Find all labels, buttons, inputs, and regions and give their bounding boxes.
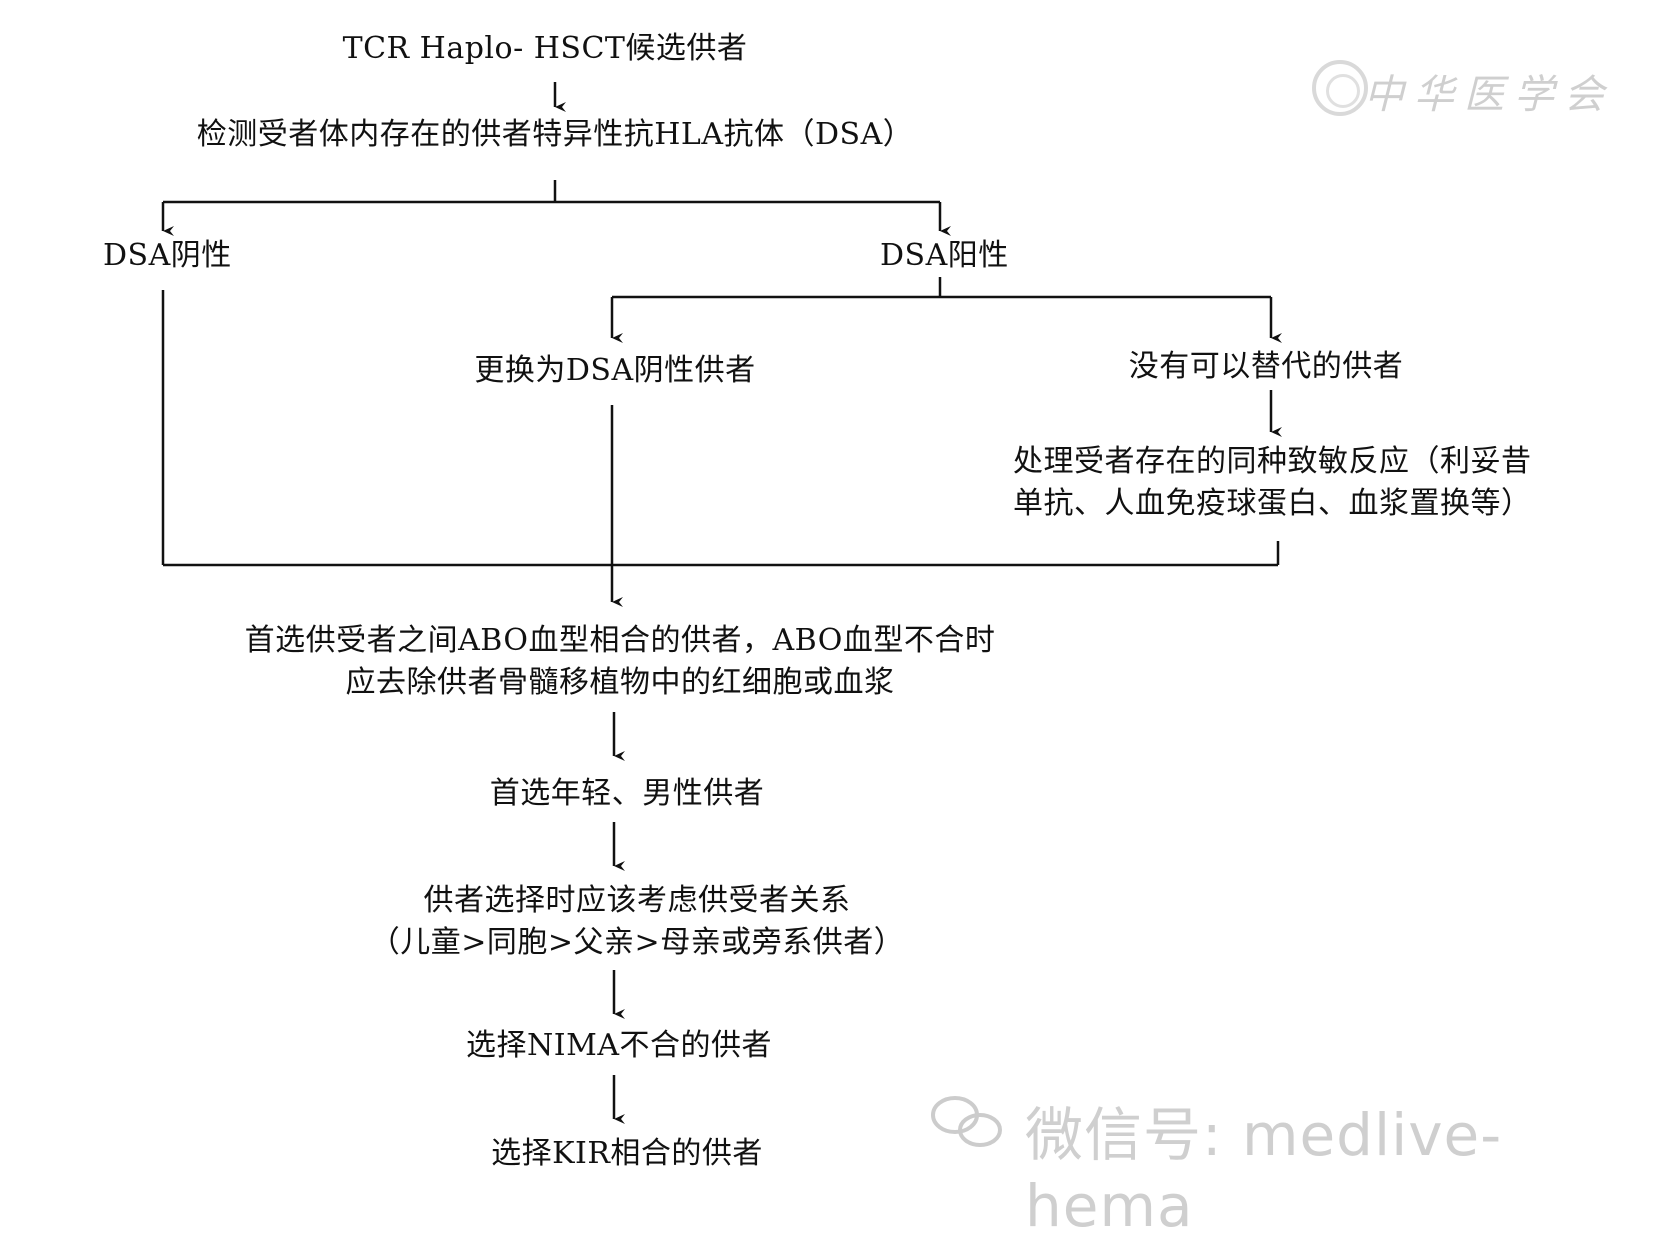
node-abo: 首选供受者之间ABO血型相合的供者，ABO血型不合时 应去除供者骨髓移植物中的红…	[245, 620, 996, 704]
node-kir: 选择KIR相合的供者	[491, 1136, 763, 1171]
node-treatment: 处理受者存在的同种致敏反应（利妥昔 单抗、人血免疫球蛋白、血浆置换等）	[1013, 441, 1532, 525]
node-dsa-test: 检测受者体内存在的供者特异性抗HLA抗体（DSA）	[196, 117, 914, 152]
node-abo-line2: 应去除供者骨髓移植物中的红细胞或血浆	[345, 665, 895, 700]
wechat-bubble-icon	[931, 1096, 1002, 1147]
node-treatment-line2: 单抗、人血免疫球蛋白、血浆置换等）	[1013, 486, 1532, 521]
node-relation: 供者选择时应该考虑供受者关系 （儿童>同胞>父亲>母亲或旁系供者）	[370, 880, 904, 964]
node-start: TCR Haplo- HSCT候选供者	[342, 31, 748, 66]
flowchart-canvas	[161, 82, 1282, 1147]
node-no-alternative: 没有可以替代的供者	[1128, 349, 1404, 384]
node-change-donor: 更换为DSA阴性供者	[474, 353, 756, 388]
node-nima: 选择NIMA不合的供者	[466, 1028, 772, 1063]
node-treatment-line1: 处理受者存在的同种致敏反应（利妥昔	[1013, 444, 1532, 479]
node-dsa-positive: DSA阳性	[880, 238, 1009, 273]
watermark-bottom: 微信号: medlive-hema	[1025, 1101, 1503, 1240]
node-abo-line1: 首选供受者之间ABO血型相合的供者，ABO血型不合时	[244, 623, 996, 658]
node-relation-line2: （儿童>同胞>父亲>母亲或旁系供者）	[369, 925, 905, 960]
watermark-seal-icon	[1312, 60, 1368, 116]
node-dsa-negative: DSA阴性	[103, 238, 232, 273]
node-relation-line1: 供者选择时应该考虑供受者关系	[423, 883, 851, 918]
node-young-male: 首选年轻、男性供者	[489, 776, 765, 811]
watermark-top: 中华医学会	[1364, 72, 1614, 118]
